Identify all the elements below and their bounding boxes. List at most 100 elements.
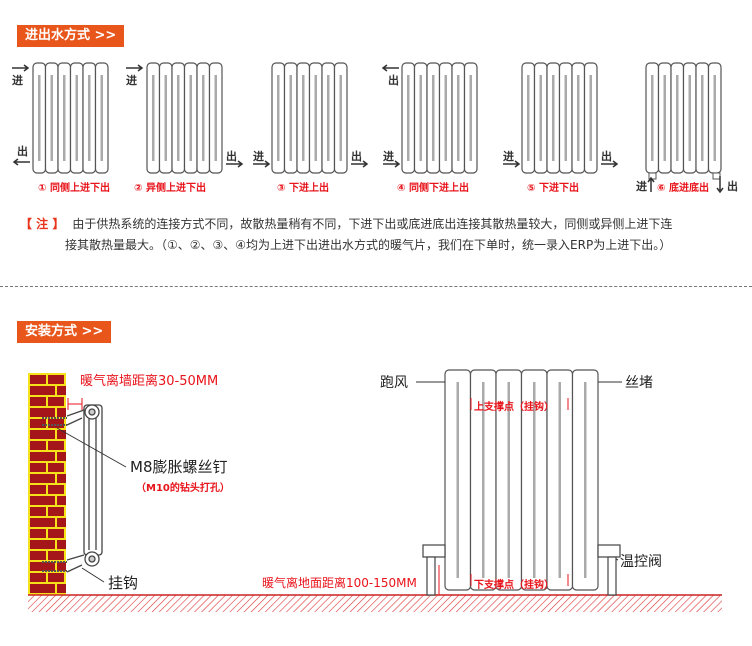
brick [57, 562, 66, 571]
brick [57, 518, 66, 527]
front-radiator-columns [444, 369, 599, 591]
mode-caption-5: ⑤ 下进下出 [527, 181, 579, 194]
brick [39, 408, 55, 417]
brick [48, 441, 64, 450]
front-view-radiator [444, 369, 599, 591]
bottom-outlet [712, 172, 721, 180]
brick [57, 540, 66, 549]
mode-caption-2: ② 异侧上进下出 [134, 181, 206, 194]
radiator-mode-4 [401, 62, 478, 174]
brick [30, 562, 46, 571]
brick [30, 397, 46, 406]
brick [30, 518, 46, 527]
valve-label: 温控阀 [620, 554, 662, 570]
in-label: 进 [636, 179, 647, 193]
out-label: 出 [727, 179, 738, 193]
in-label: 进 [12, 73, 23, 87]
mode-caption-1: ① 同侧上进下出 [38, 181, 110, 194]
brick [57, 386, 66, 395]
brick [30, 441, 46, 450]
brick [48, 529, 64, 538]
note-line-2: 接其散热量最大。（①、②、③、④均为上进下出进出水方式的暖气片，我们在下单时，统… [65, 238, 672, 252]
note-block: 【 注 】由于供热系统的连接方式不同，故散热量稍有不同，下进下出或底进底出连接其… [20, 214, 740, 256]
section-divider [0, 286, 752, 287]
brick [30, 573, 46, 582]
hook-label: 挂钩 [108, 574, 138, 592]
brick [48, 507, 64, 516]
brick [30, 408, 46, 417]
out-label: 出 [388, 73, 399, 87]
radiator-mode-5 [521, 62, 598, 174]
leader-lines [56, 398, 127, 583]
brick [39, 452, 55, 461]
brick [30, 507, 46, 516]
in-label: 进 [383, 149, 394, 163]
flow-radiators [32, 62, 722, 180]
mode-caption-3: ③ 下进上出 [277, 181, 329, 194]
radiator-mode-6 [645, 62, 722, 174]
brick [39, 518, 55, 527]
flow-captions: ① 同侧上进下出 ② 异侧上进下出 ③ 下进上出 ④ 同侧下进上出 ⑤ 下进下出… [38, 181, 709, 194]
brick [48, 397, 64, 406]
front-leaders [416, 381, 622, 595]
brick [48, 375, 64, 384]
upper-support-label: 上支撑点（挂钩） [474, 400, 554, 413]
brick [39, 474, 55, 483]
note-tag: 【 注 】 [20, 217, 65, 231]
brick [57, 496, 66, 505]
side-view-radiator [66, 404, 103, 573]
in-label: 进 [253, 149, 264, 163]
brick [39, 584, 55, 593]
brick [57, 452, 66, 461]
air-vent-label: 跑风 [380, 375, 408, 391]
brick [57, 430, 66, 439]
radiator-mode-1 [32, 62, 109, 174]
brick [30, 430, 46, 439]
brick [57, 474, 66, 483]
brick [30, 419, 46, 428]
wall-distance-label: 暖气离墙距离30-50MM [80, 373, 218, 389]
install-section-title: 安装方式 >> [17, 321, 112, 343]
brick [57, 584, 66, 593]
brick [30, 474, 46, 483]
screw-label: M8膨胀螺丝钉 [130, 458, 228, 476]
flow-arrows [12, 64, 724, 194]
brick [30, 452, 46, 461]
mode-caption-6: ⑥ 底进底出 [657, 181, 709, 194]
brick [30, 386, 46, 395]
flow-section-title: 进出水方式 >> [17, 25, 125, 47]
floor-distance-label: 暖气离地面距离100-150MM [262, 575, 417, 590]
out-label: 出 [17, 144, 28, 158]
brick [48, 485, 64, 494]
out-label: 出 [601, 149, 612, 163]
brick [48, 551, 64, 560]
brick [39, 386, 55, 395]
lower-support-label: 下支撑点（挂钩） [474, 578, 554, 591]
brick-wall [28, 373, 66, 595]
floor [28, 595, 722, 612]
drill-label: （M10的钻头打孔） [136, 481, 230, 494]
mode-caption-4: ④ 同侧下进上出 [397, 181, 469, 194]
out-label: 出 [351, 149, 362, 163]
valves [422, 544, 621, 596]
brick [30, 375, 46, 384]
plug-label: 丝堵 [625, 375, 653, 391]
brick [30, 529, 46, 538]
note-line-1: 由于供热系统的连接方式不同，故散热量稍有不同，下进下出或底进底出连接其散热量较大… [72, 217, 673, 231]
radiator-mode-3 [271, 62, 348, 174]
brick [48, 463, 64, 472]
flow-io-labels: 进 出 进 出 进 出 出 进 进 出 进 出 [12, 73, 738, 193]
brick [30, 463, 46, 472]
radiator-mode-2 [146, 62, 223, 174]
expansion-screws [42, 417, 67, 572]
brick [48, 419, 64, 428]
brick [30, 485, 46, 494]
brick [48, 573, 64, 582]
brick [30, 584, 46, 593]
brick [30, 551, 46, 560]
in-label: 进 [503, 149, 514, 163]
brick [30, 496, 46, 505]
brick [39, 496, 55, 505]
brick [57, 408, 66, 417]
